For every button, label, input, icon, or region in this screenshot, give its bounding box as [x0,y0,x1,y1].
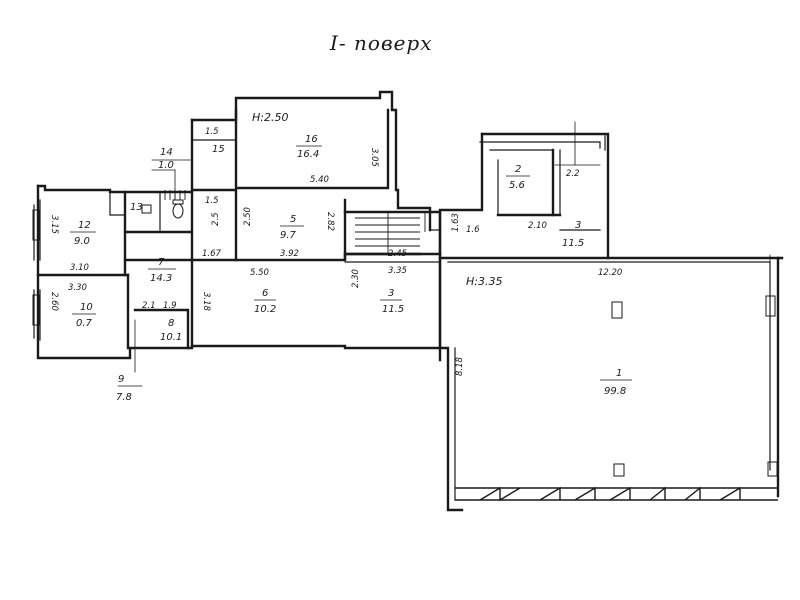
dim-3-18: 3.18 [201,292,211,312]
room-2-area: 5.6 [509,180,525,191]
dim-2-30: 2.30 [351,269,361,288]
dim-1-5a: 1.5 [205,127,219,137]
column-icon [611,301,623,319]
dim-1-6: 1.6 [466,225,480,235]
dim-3-35: 3.35 [388,266,407,276]
dim-2-45: 2.45 [388,249,407,259]
height-main: H:3.35 [466,275,502,288]
dim-1-67: 1.67 [202,249,222,259]
dim-2-82: 2.82 [325,212,335,231]
room-8-number: 7 [158,257,165,268]
room-13-number: 13 [130,202,143,213]
toilet-icon [172,203,184,219]
room-10-number: 9 [118,374,124,385]
dim-3-30: 3.30 [68,283,87,293]
wall-hall-left [438,256,464,512]
wall-left-top [36,184,238,194]
room-5-number: 3 [388,288,394,299]
dim-2-60: 2.60 [49,292,59,311]
room-3-area: 11.5 [562,238,584,249]
room-labels: 16 16.4 15 14 1.0 13 12 9.0 10 0.7 9 7.8… [70,134,632,403]
washbasin-icon [141,204,152,214]
dim-1-5b: 1.5 [205,196,219,206]
room-12-area: 9.0 [74,236,90,247]
room-1-area: 99.8 [604,386,626,397]
room-16-area: 16.4 [297,149,319,160]
room-8-area: 14.3 [150,273,172,284]
wall-room9 [133,308,190,350]
room-9-number: 8 [168,318,174,329]
plan-title: I- поверх [329,31,433,55]
wall-right-upper [480,132,610,260]
heating-line [455,486,778,502]
room-14-area: 1.0 [158,160,174,171]
dim-2-1: 2.1 [142,301,156,311]
dim-2-10: 2.10 [528,221,547,231]
sanitary-fixtures [141,199,184,219]
height-upper: H:2.50 [252,111,288,124]
room-7-number: 6 [262,288,268,299]
dim-1-63: 1.63 [451,213,461,232]
dim-12-20: 12.20 [598,268,622,278]
dim-5-40: 5.40 [310,175,329,185]
dim-3-92: 3.92 [280,249,299,259]
room-14-number: 14 [160,147,173,158]
dimensions: 1.5 1.5 3.05 5.40 2.5 2.50 2.82 3.92 1.6… [49,127,622,376]
dim-2-50: 2.50 [243,207,253,226]
dim-1-9: 1.9 [163,301,177,311]
room-11-area: 0.7 [76,318,93,329]
room-10-area: 7.8 [116,392,132,403]
dim-3-15: 3.15 [49,215,59,234]
room-7-area: 10.2 [254,304,276,315]
room-6-number: 5 [290,214,296,225]
walls [33,90,784,512]
dim-3-05: 3.05 [369,148,379,167]
wall-right-upper-left [438,132,484,256]
room-5-area: 11.5 [382,304,404,315]
room-16-number: 16 [305,134,318,145]
room-1-number: 1 [616,368,622,379]
wall-upper-block [190,90,432,232]
dim-2-5: 2.5 [211,212,221,226]
wall-upper-inner [234,108,390,190]
room-9-area: 10.1 [160,332,182,343]
room-3-number: 3 [575,220,581,231]
room-11-number: 10 [80,302,93,313]
dim-5-50: 5.50 [250,268,269,278]
room-12-number: 12 [78,220,91,231]
stairs [164,190,426,254]
dim-2-2: 2.2 [566,169,580,179]
room-15-number: 15 [212,144,225,155]
dim-3-10: 3.10 [70,263,89,273]
room-6-area: 9.7 [280,230,297,241]
room-2-number: 2 [515,164,521,175]
dim-8-18: 8.18 [455,356,465,376]
windows [32,209,778,477]
